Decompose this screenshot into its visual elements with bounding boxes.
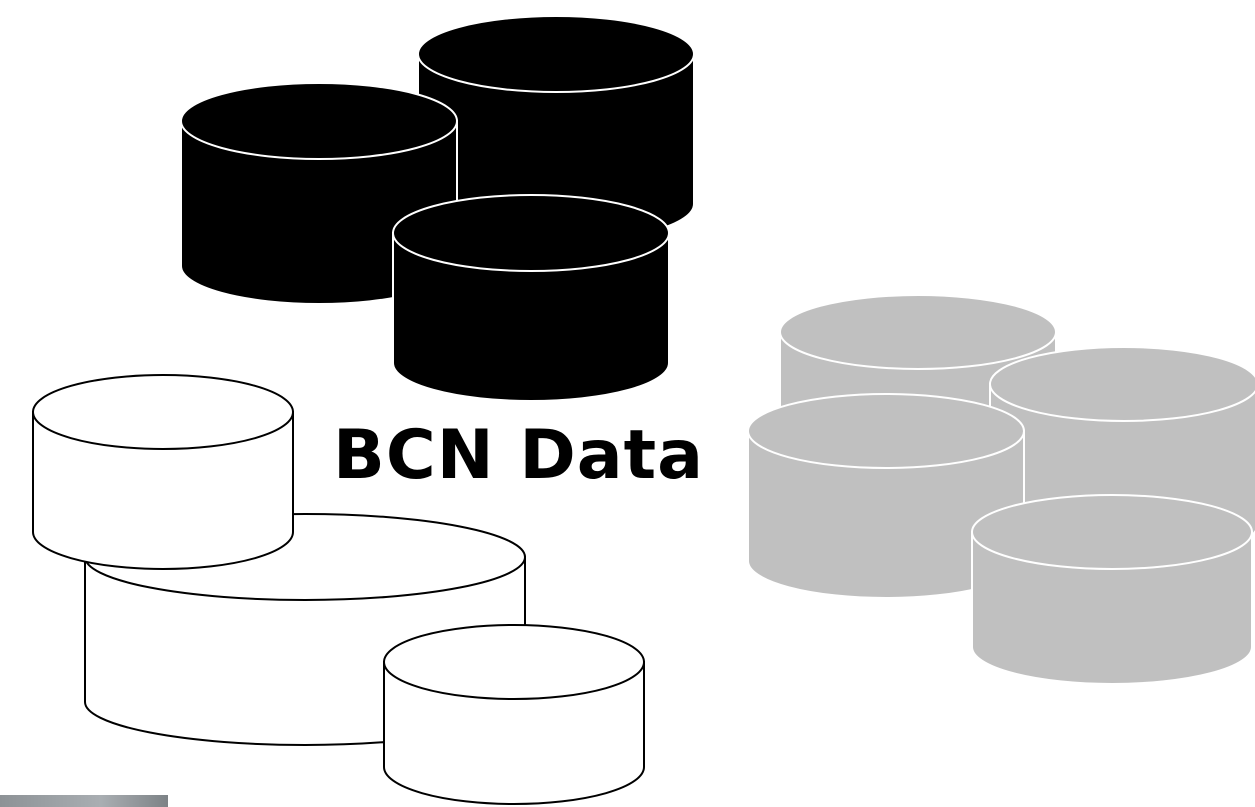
gray-cylinder-back-top	[779, 294, 1057, 370]
diagram-title: BCN Data	[333, 416, 705, 495]
white-cylinder-top-left	[32, 374, 294, 570]
corner-image-fragment	[0, 795, 168, 807]
white-cylinder-top-left-top	[32, 374, 294, 450]
gray-cylinder-front-top	[971, 494, 1253, 570]
black-cylinder-left-top	[180, 82, 458, 160]
gray-cylinder-front	[971, 494, 1253, 685]
white-cylinder-small	[383, 624, 645, 805]
black-cylinder-front	[392, 194, 670, 402]
white-cylinder-small-body	[383, 661, 645, 805]
black-cylinder-left	[180, 82, 458, 305]
gray-cylinder-front-body	[971, 531, 1253, 685]
black-cylinder-front-top	[392, 194, 670, 272]
black-cylinder-front-body	[392, 232, 670, 402]
gray-cylinder-group	[747, 294, 1255, 685]
white-cylinder-group	[32, 374, 645, 805]
black-cylinder-back	[417, 15, 695, 243]
gray-cylinder-right-top	[989, 346, 1255, 422]
gray-cylinder-left-top	[747, 393, 1025, 469]
white-cylinder-small-top	[383, 624, 645, 700]
black-cylinder-group	[180, 15, 695, 402]
white-cylinder-top-left-body	[32, 411, 294, 570]
black-cylinder-back-top	[417, 15, 695, 93]
gray-cylinder-left	[747, 393, 1025, 599]
